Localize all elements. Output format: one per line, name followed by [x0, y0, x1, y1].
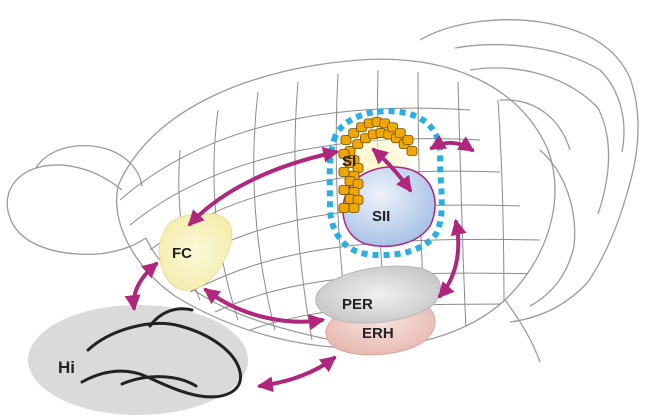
barrel-cell — [339, 186, 349, 195]
fc-region: FC — [159, 214, 232, 291]
si-label: SI — [342, 153, 356, 170]
arrow-hi-erh — [260, 358, 334, 386]
cerebellum-fold-2 — [470, 68, 609, 214]
barrel-cell — [407, 147, 417, 156]
fc-label: FC — [172, 245, 192, 262]
hi-label: Hi — [58, 358, 75, 377]
cerebellum-fold-1 — [455, 45, 624, 152]
si-sii-region: SI SII — [330, 111, 442, 255]
erh-label: ERH — [362, 325, 394, 342]
barrel-cell — [403, 136, 413, 145]
cerebellum-fold-4 — [500, 100, 570, 150]
olfactory-bulb-outline — [7, 165, 146, 254]
hippocampus-region: Hi — [28, 305, 248, 415]
brainstem-outline — [505, 300, 540, 362]
fc-patch — [159, 214, 232, 291]
barrel-cell — [339, 204, 349, 213]
cerebellum-fold-3 — [530, 150, 575, 306]
arrow-sii-per — [440, 222, 458, 296]
sii-label: SII — [372, 208, 390, 225]
barrel-cell — [349, 204, 359, 213]
per-label: PER — [342, 296, 373, 313]
per-erh-region: PER ERH — [316, 266, 441, 355]
olfactory-tract-outline — [36, 146, 142, 186]
arrow-fc-hi — [134, 264, 156, 308]
